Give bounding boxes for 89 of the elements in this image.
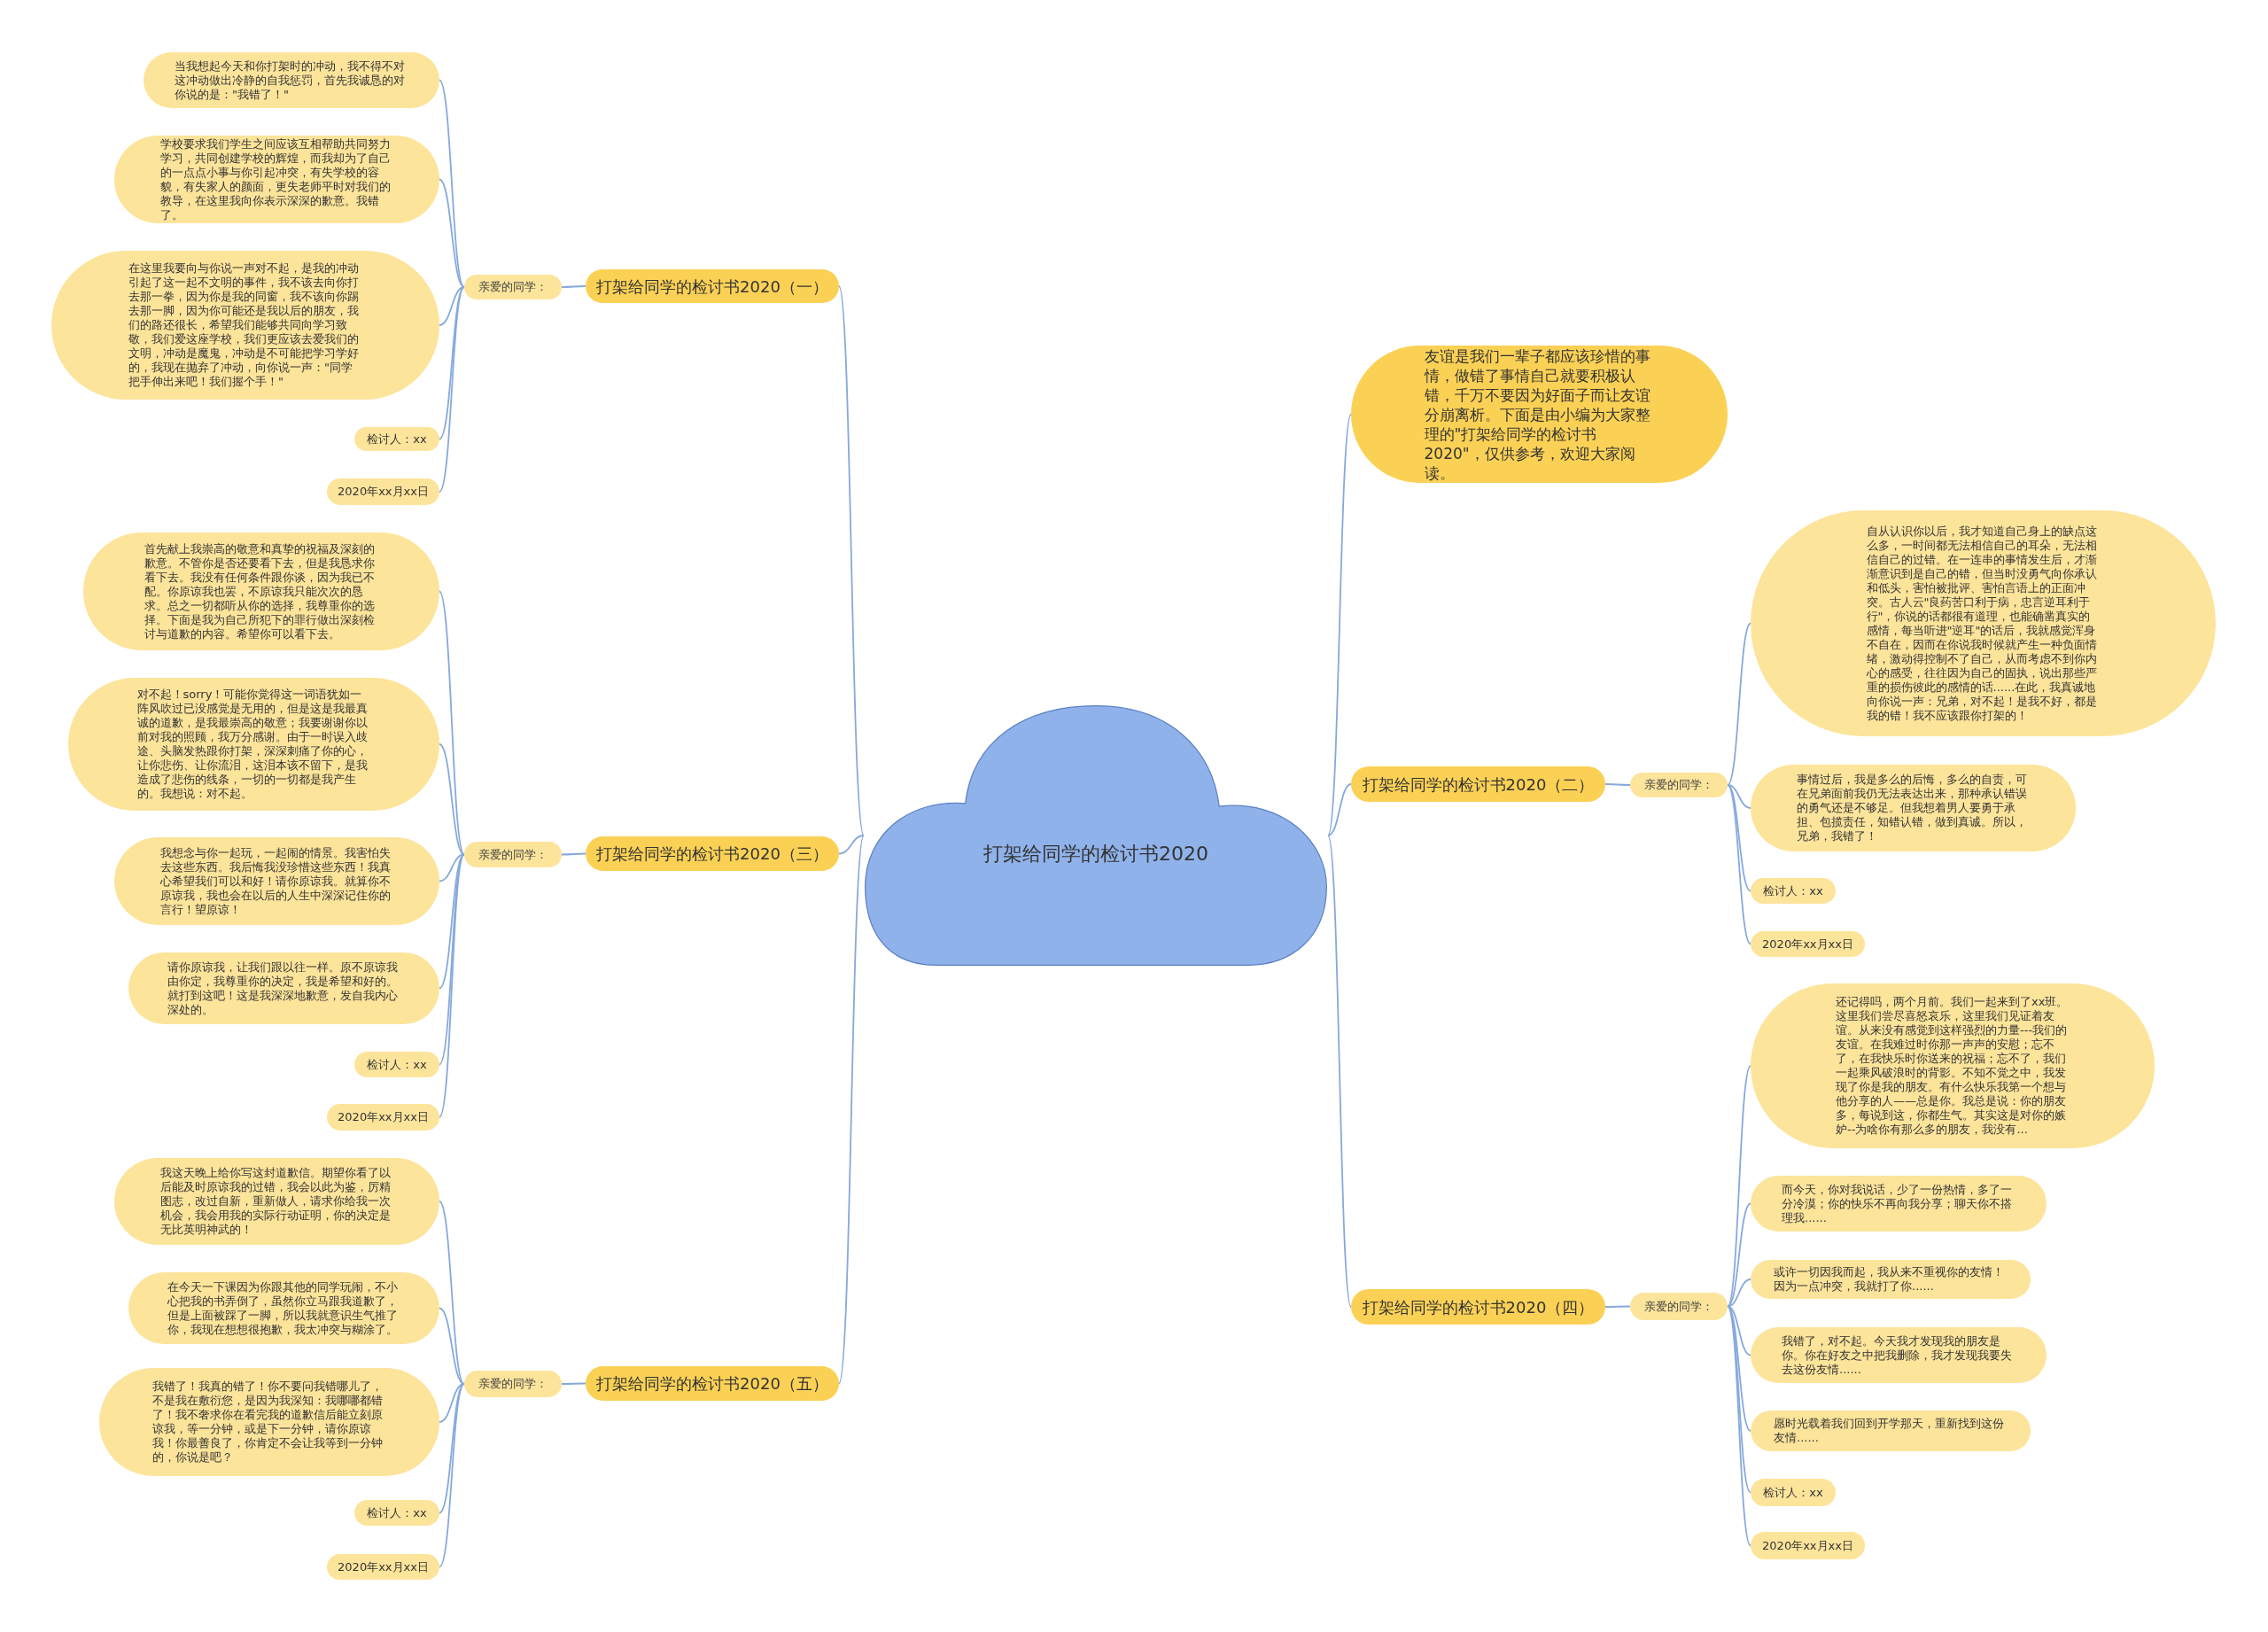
signature-pill xyxy=(327,1554,439,1580)
paragraph-text: 事情过后，我是多么的后悔，多么的自责，可在兄弟面前我仍无法表达出来，那种承认错误的勇气还是不够足。但我想着男人要勇于承担、包揽责任，知错认错，做到真诚。所以，兄弟，我错了！ xyxy=(1796,773,2028,843)
connector-line xyxy=(439,743,465,856)
connector-line xyxy=(1727,784,1751,809)
signature-text: 检讨人：xx xyxy=(1763,882,1823,899)
paragraph-text: 愿时光载着我们回到开学那天，重新找到这份友情...... xyxy=(1774,1417,2005,1445)
connector-line xyxy=(439,286,465,326)
connector-line xyxy=(1727,1278,1751,1308)
branch-topic-text: 打架给同学的检讨书2020（五） xyxy=(596,1373,828,1395)
greeting-pill xyxy=(464,842,562,867)
paragraph-text: 在这里我要向与你说一声对不起，是我的冲动引起了这一起不文明的事件，我不该去向你打去那一拳，因为你是我的同窗，我不该向你踢去那一脚，因为你可能还是我以后的朋友，我们的路还很长，希望我们能够共同向学习致敬，我们爱这座学校，我们更应该去爱我们的文明，冲动是魔鬼，冲动是不可能把学习学好的，我现在抛弃了冲动，向你说一声："同学把手伸出来吧！我们握个手！" xyxy=(128,261,360,389)
signature-pill xyxy=(354,1500,439,1526)
intro-text: 友谊是我们一辈子都应该珍惜的事情，做错了事情自己就要积极认错，千万不要因为好面子而让友谊分崩离析。下面是由小编为大家整理的"打架给同学的检讨书2020"，仅供参考，欢迎大家阅读。 xyxy=(1424,346,1651,483)
paragraph-text: 我这天晚上给你写这封道歉信。期望你看了以后能及时原谅我的过错，我会以此为鉴，厉精图志，改过自新，重新做人，请求你给我一次机会，我会用我的实际行动证明，你的决定是无比英明神武的！ xyxy=(159,1166,392,1237)
connector-line xyxy=(439,1383,465,1423)
connector-line xyxy=(561,285,586,288)
connector-line xyxy=(439,853,465,1118)
paragraph-text: 自从认识你以后，我才知道自己身上的缺点这么多，一时间都无法相信自己的耳朵，无法相信自己的过错。在一连串的事情发生后，才渐渐意识到是自己的错，但当时没勇气向你承认和低头，害怕被批评、害怕言语上的正面冲突。古人云"良药苦口利于病，忠言逆耳利于行"，你说的话都很有道理，也能确凿真实的感情，每当听进"逆耳"的话后，我就感觉浑身不自在，因而在你说我时候就产生一种负面情绪，激动得控制不了自己，从而考虑不到你内心的感受，往往因为自己的固执，说出那些严重的损伤彼此的感情的话......在此，我真诚地向你说一声：兄弟，对不起！是我不好，都是我的错！我不应该跟你打架的！ xyxy=(1866,524,2098,723)
paragraph-text: 还记得吗，两个月前。我们一起来到了xx班。这里我们尝尽喜怒哀乐，这里我们见证着友谊。从来没有感觉到这样强烈的力量---我们的友谊。在我难过时你那一声声的安慰；忘不了，在我快乐时你送来的祝福；忘不了，我们一起乘风破浪时的背影。不知不觉之中，我发现了你是我的朋友。有什么快乐我第一个想与他分享的人——总是你。我总是说：你的朋友多，每说到这，你都生气。其实这是对你的嫉妒--为啥你有那么多的朋友，我没有... xyxy=(1836,995,2070,1137)
paragraph-text: 对不起！sorry！可能你觉得这一词语犹如一阵风吹过已没感觉是无用的，但是这是我最真诚的道歉，是我最崇高的敬意；我要谢谢你以前对我的照顾，我万分感谢。由于一时误入歧途、头脑发热跟你打架，深深刺痛了你的心，让你悲伤、让你流泪，这泪本该不留下，是我造成了悲伤的线条，一切的一切都是我产生的。我想说：对不起。 xyxy=(136,688,369,801)
connector-line xyxy=(439,178,465,288)
paragraph-text: 首先献上我崇高的敬意和真挚的祝福及深刻的歉意。不管你是否还要看下去，但是我恳求你看下去。我没有任何条件跟你谈，因为我已不配。你原谅我也罢，不原谅我只能次次的恳求。总之一切都听从你的选择，我尊重你的选择。下面是我为自己所犯下的罪行做出深刻检讨与道歉的内容。希望你可以看下去。 xyxy=(144,541,376,641)
signature-pill xyxy=(1751,931,1865,957)
paragraph-text: 而今天，你对我说话，少了一份热情，多了一分冷漠；你的快乐不再向我分享；聊天你不搭理我...... xyxy=(1782,1182,2013,1225)
signature-pill xyxy=(1751,1532,1865,1559)
connector-line xyxy=(439,1383,465,1568)
signature-text: 检讨人：xx xyxy=(1763,1484,1823,1501)
paragraph-text: 请你原谅我，让我们跟以往一样。原不原谅我由你定，我尊重你的决定，我是希望和好的。就打到这吧！这是我深深地歉意，发自我内心深处的。 xyxy=(167,960,399,1017)
connector-line xyxy=(1727,784,1751,945)
branch-topic-text: 打架给同学的检讨书2020（四） xyxy=(1362,1296,1595,1318)
greeting-text: 亲爱的同学： xyxy=(478,846,548,863)
connector-line xyxy=(1327,413,1352,836)
signature-text: 检讨人：xx xyxy=(367,1056,427,1073)
signature-pill xyxy=(354,1052,439,1077)
connector-line xyxy=(439,853,465,882)
branch-topic-text: 打架给同学的检讨书2020（三） xyxy=(596,843,828,865)
signature-text: 2020年xx月xx日 xyxy=(1762,1537,1853,1554)
connector-line xyxy=(1727,1202,1751,1308)
signature-pill xyxy=(354,427,439,451)
paragraph-text: 当我想起今天和你打架时的冲动，我不得不对这冲动做出冷静的自我惩罚，首先我诚恳的对你说的是："我错了！" xyxy=(175,58,406,102)
greeting-text: 亲爱的同学： xyxy=(478,1376,548,1393)
branch-topic-pill xyxy=(586,1366,839,1401)
paragraph-text: 学校要求我们学生之间应该互相帮助共同努力学习，共同创建学校的辉煌，而我却为了自己的一点点小事与你引起冲突，有失学校的容貌，有失家人的颜面，更失老师平时对我们的教导，在这里我向你表示深深的歉意。我错了。 xyxy=(159,136,392,222)
connector-line xyxy=(1604,783,1631,786)
connector-line xyxy=(838,835,865,855)
connector-line xyxy=(439,1201,465,1385)
greeting-text: 亲爱的同学： xyxy=(1644,777,1713,794)
connector-line xyxy=(561,852,586,856)
branch-topic-text: 打架给同学的检讨书2020（一） xyxy=(596,276,828,298)
signature-text: 2020年xx月xx日 xyxy=(1762,936,1853,952)
connector-line xyxy=(1727,784,1751,892)
signature-text: 2020年xx月xx日 xyxy=(338,1558,429,1575)
signature-text: 2020年xx月xx日 xyxy=(338,484,429,501)
paragraph-bubble xyxy=(1751,1260,2031,1299)
branch-topic-pill xyxy=(586,836,839,871)
signature-pill xyxy=(1751,1479,1836,1506)
central-topic-cloud xyxy=(864,704,1328,967)
greeting-text: 亲爱的同学： xyxy=(1644,1298,1713,1315)
branch-topic-pill xyxy=(1351,766,1605,802)
signature-pill xyxy=(1751,878,1836,904)
branch-topic-text: 打架给同学的检讨书2020（二） xyxy=(1362,773,1595,796)
paragraph-text: 我想念与你一起玩，一起闹的情景。我害怕失去这些东西。我后悔我没珍惜这些东西！我真心希望我们可以和好！请你原谅我。就算你不原谅我，我也会在以后的人生中深深记住你的言行！望原谅！ xyxy=(159,845,392,917)
connector-line xyxy=(1727,622,1751,786)
paragraph-text: 我错了，对不起。今天我才发现我的朋友是你。你在好友之中把我删除，我才发现我要失去这份友情...... xyxy=(1782,1333,2013,1377)
branch-topic-pill xyxy=(1351,1289,1605,1325)
connector-line xyxy=(439,286,465,493)
paragraph-text: 我错了！我真的错了！你不要问我错哪儿了，不是我在敷衍您，是因为我深知：我哪哪都错了！我不奢求你在看完我的道歉信后能立刻原谅我，等一分钟，或是下一分钟，请你原谅我！你最善良了，你肯定不会让我等到一分钟的，你说是吧？ xyxy=(152,1379,384,1465)
greeting-pill xyxy=(464,1371,562,1397)
signature-text: 检讨人：xx xyxy=(367,431,427,447)
connector-line xyxy=(1327,783,1352,836)
connector-line xyxy=(439,590,465,856)
central-topic-text: 打架给同学的检讨书2020 xyxy=(983,841,1208,867)
signature-text: 检讨人：xx xyxy=(367,1504,427,1521)
paragraph-text: 在今天一下课因为你跟其他的同学玩闹，不小心把我的书弄倒了，虽然你立马跟我道歉了，但是上面被踩了一脚，所以我就意识生气推了你，我现在想想很抱歉，我太冲突与糊涂了。 xyxy=(167,1279,399,1337)
connector-line xyxy=(439,1307,465,1385)
greeting-pill xyxy=(1630,1293,1728,1320)
branch-topic-pill xyxy=(586,269,839,303)
greeting-text: 亲爱的同学： xyxy=(478,279,548,296)
signature-pill xyxy=(327,1104,439,1131)
paragraph-text: 或许一切因我而起，我从来不重视你的友情！因为一点冲突，我就打了你...... xyxy=(1774,1265,2005,1294)
greeting-pill xyxy=(1630,773,1728,797)
connector-line xyxy=(1727,1305,1751,1356)
paragraph-bubble xyxy=(1751,1411,2031,1451)
connector-line xyxy=(1327,835,1352,1308)
greeting-pill xyxy=(464,275,562,299)
signature-text: 2020年xx月xx日 xyxy=(338,1109,429,1126)
signature-pill xyxy=(327,478,439,505)
connector-line xyxy=(561,1382,586,1385)
connector-line xyxy=(1604,1305,1631,1308)
